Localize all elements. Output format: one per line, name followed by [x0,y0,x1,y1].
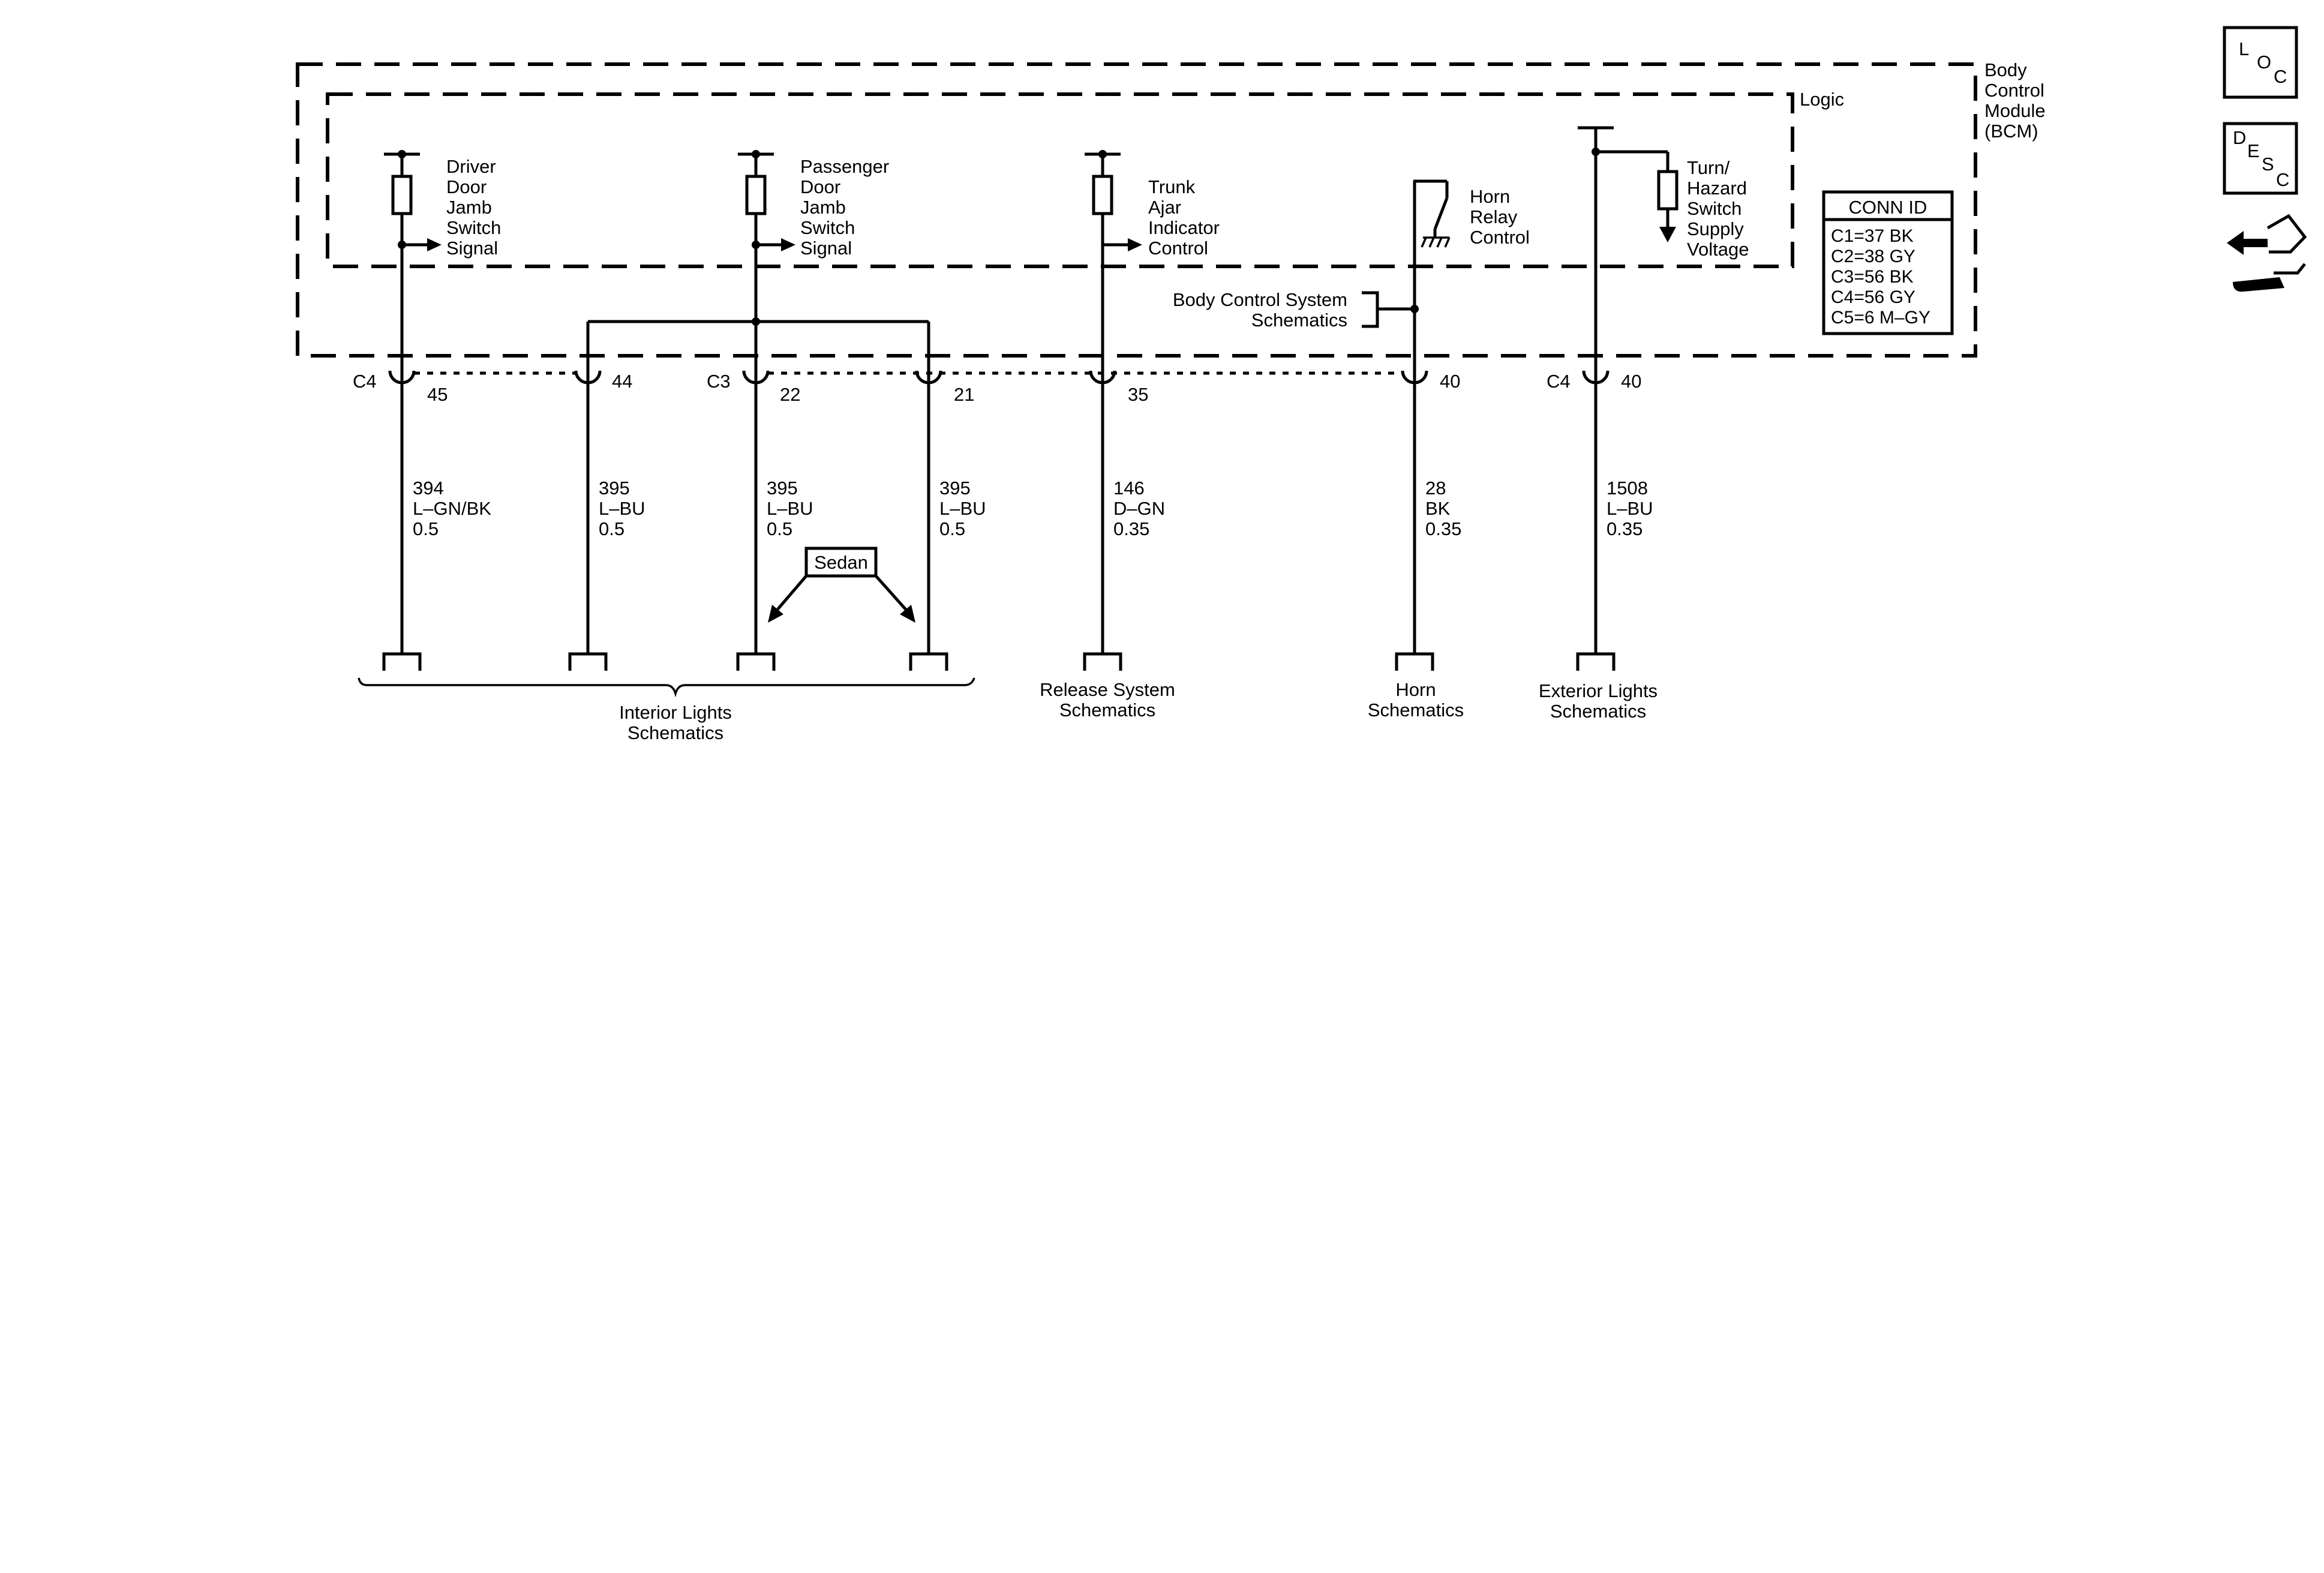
connector-pins [388,370,1610,385]
bcm-label-4: (BCM) [1984,121,2038,142]
passenger-desc: Jamb [800,197,846,218]
wire-label: 395 [599,478,630,499]
description-icon[interactable]: D E S C [2223,122,2298,195]
driver-desc: Signal [446,238,498,259]
conn-id-row: C5=6 M–GY [1831,308,1930,328]
release-system-destination: Release System [1040,679,1175,700]
turn-hazard-circuit [1578,126,1679,654]
horn-desc: Horn [1470,186,1510,207]
wire-label: 28 [1425,478,1446,499]
trunk-desc: Trunk [1148,176,1196,197]
wire-label: 0.5 [413,518,439,539]
wire-label: 394 [413,478,444,499]
driver-desc: Driver [446,156,496,177]
sedan-label: Sedan [814,552,868,573]
turn-desc: Supply [1687,218,1744,239]
passenger-desc: Switch [800,217,855,238]
turn-desc: Switch [1687,198,1742,219]
desc-letter: S [2262,154,2274,175]
pin-number: 21 [954,384,974,405]
wire-label: 0.35 [1607,518,1643,539]
passenger-desc: Signal [800,238,852,259]
horn-desc: Relay [1470,206,1518,227]
driver-desc: Switch [446,217,501,238]
wire-label: BK [1425,498,1451,519]
body-control-ref: Schematics [1251,310,1347,331]
connector-name: C4 [1547,371,1571,392]
conn-id-row: C3=56 BK [1831,267,1914,287]
passenger-desc: Passenger [800,156,889,177]
interior-lights-destination: Interior Lights [619,702,732,723]
interior-lights-destination: Schematics [627,722,723,743]
driver-circuit [384,150,442,654]
trunk-circuit [1085,150,1142,654]
conn-id-row: C2=38 GY [1831,247,1915,266]
sedan-option-callout: Sedan [768,547,915,623]
conn-id-row: C4=56 GY [1831,287,1915,307]
wire-label: L–BU [1607,498,1653,519]
connector-navigation-icon[interactable] [2227,214,2307,292]
loc-letter: C [2274,66,2287,87]
exterior-lights-destination: Schematics [1550,701,1646,722]
bcm-label-3: Module [1984,100,2046,121]
loc-letter: L [2239,38,2249,59]
bcm-module-boundary [296,62,1977,358]
pin-number: 44 [612,371,632,392]
release-system-destination: Schematics [1059,700,1155,721]
wire-label: L–GN/BK [413,498,491,519]
conn-id-table: CONN ID C1=37 BK C2=38 GY C3=56 BK C4=56… [1822,190,1954,335]
terminal-ends [382,652,1616,671]
loc-letter: O [2257,52,2271,73]
wire-label: D–GN [1113,498,1165,519]
trunk-desc: Indicator [1148,217,1220,238]
wire-label: 0.35 [1113,518,1149,539]
pin-number: 40 [1440,371,1460,392]
wire-label: 0.5 [939,518,965,539]
turn-desc: Voltage [1687,239,1749,260]
body-control-ref: Body Control System [1173,289,1347,310]
connector-name: C4 [353,371,377,392]
pin-number: 40 [1621,371,1641,392]
wire-label: 1508 [1607,478,1648,499]
wire-label: 0.5 [767,518,792,539]
wire-label: 0.35 [1425,518,1461,539]
horn-desc: Control [1470,227,1530,248]
bcm-label-1: Body [1984,59,2027,80]
turn-desc: Hazard [1687,178,1747,199]
turn-desc: Turn/ [1687,157,1730,178]
desc-letter: E [2247,140,2260,161]
trunk-desc: Ajar [1148,197,1181,218]
logic-label: Logic [1800,89,1844,110]
connector-name: C3 [707,371,731,392]
driver-desc: Jamb [446,197,492,218]
wire-label: 395 [939,478,971,499]
desc-letter: C [2276,169,2289,190]
interior-lights-brace [358,677,975,698]
logic-boundary [326,92,1794,268]
driver-desc: Door [446,176,487,197]
wire-label: L–BU [599,498,645,519]
exterior-lights-destination: Exterior Lights [1539,680,1658,701]
conn-id-title: CONN ID [1849,197,1927,218]
pin-number: 22 [780,384,800,405]
horn-circuit [1362,179,1451,654]
trunk-desc: Control [1148,238,1208,259]
wire-label: L–BU [767,498,813,519]
wire-label: 395 [767,478,798,499]
passenger-circuit [586,150,930,654]
horn-destination: Horn [1395,679,1436,700]
desc-letter: D [2233,127,2246,148]
wire-label: 146 [1113,478,1145,499]
pin-number: 45 [427,384,448,405]
bcm-label-2: Control [1984,80,2044,101]
horn-destination: Schematics [1368,700,1464,721]
conn-id-row: C1=37 BK [1831,226,1914,246]
wire-label: L–BU [939,498,986,519]
wire-label: 0.5 [599,518,624,539]
pin-number: 35 [1128,384,1148,405]
passenger-desc: Door [800,176,840,197]
location-icon[interactable]: L O C [2223,26,2298,99]
